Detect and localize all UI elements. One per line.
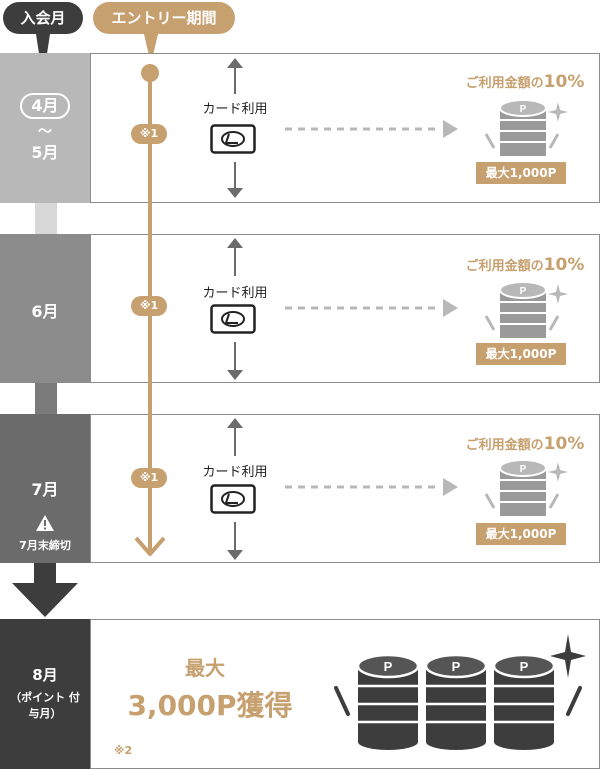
rate-label: ご利用金額の10% [465,255,585,275]
rate-label: ご利用金額の10% [465,72,585,92]
result-headline-top: 最大 [185,656,225,680]
svg-text:P: P [520,104,527,115]
max-points-badge: 最大1,000P [476,162,566,184]
rate-value: 10% [543,72,585,92]
dashed-arrow-icon [285,120,458,138]
svg-text:P: P [384,659,393,674]
month-column-jul [0,414,90,563]
down-arrow-icon [12,563,78,617]
deadline-label: 7月末締切 [19,539,71,552]
dashed-arrow-icon [285,299,458,317]
up-down-arrow-icon [227,418,243,560]
rate-value: 10% [543,255,585,275]
coin-stack-icon: P [484,99,568,156]
rate-value: 10% [543,434,585,454]
note-1-badge: ※1 [131,124,167,144]
month-label-jul: 7月 [31,480,59,499]
result-headline-main: 3,000P獲得 [127,689,293,722]
card-usage-label: カード利用 [202,286,268,301]
rate-label: ご利用金額の10% [465,434,585,454]
note-2-badge: ※2 [113,744,133,757]
lexus-logo-card-icon [210,124,256,154]
max-points-badge: 最大1,000P [476,523,566,545]
month-label-apr-may: 4月 ～ 5月 [0,93,90,163]
month-label-aug: 8月 [32,666,58,684]
coin-stack-icon: P [484,281,568,338]
up-down-arrow-icon [227,238,243,380]
month-column-jun [0,234,90,383]
month-column-aug [0,619,90,769]
dashed-arrow-icon [285,478,458,496]
lexus-logo-card-icon [210,304,256,334]
month-badge: 4月 [20,93,70,119]
month-column-apr-may [0,53,90,203]
note-1-badge: ※1 [131,296,167,316]
max-points-badge: 最大1,000P [476,343,566,365]
card-usage-label: カード利用 [202,465,268,480]
svg-text:P: P [520,659,529,674]
lexus-logo-card-icon [210,484,256,514]
card-usage-label: カード利用 [202,102,268,117]
month-label-jun: 6月 [31,302,59,321]
timeline-connector [35,383,57,414]
timeline-connector [35,203,57,234]
coin-stack-icon: P [484,459,568,516]
entry-period-tag: エントリー期間 [93,2,235,34]
svg-text:P: P [520,464,527,475]
large-coin-stacks-icon: P P P [334,634,586,750]
point-month-label: （ポイント 付与月） [10,691,80,720]
join-month-tag: 入会月 [3,2,83,34]
warning-icon [36,515,54,531]
svg-text:P: P [452,659,461,674]
up-down-arrow-icon [227,58,243,198]
svg-text:P: P [520,286,527,297]
tilde: ～ [38,124,52,140]
note-1-badge: ※1 [131,468,167,488]
month-label-may: 5月 [31,143,59,162]
